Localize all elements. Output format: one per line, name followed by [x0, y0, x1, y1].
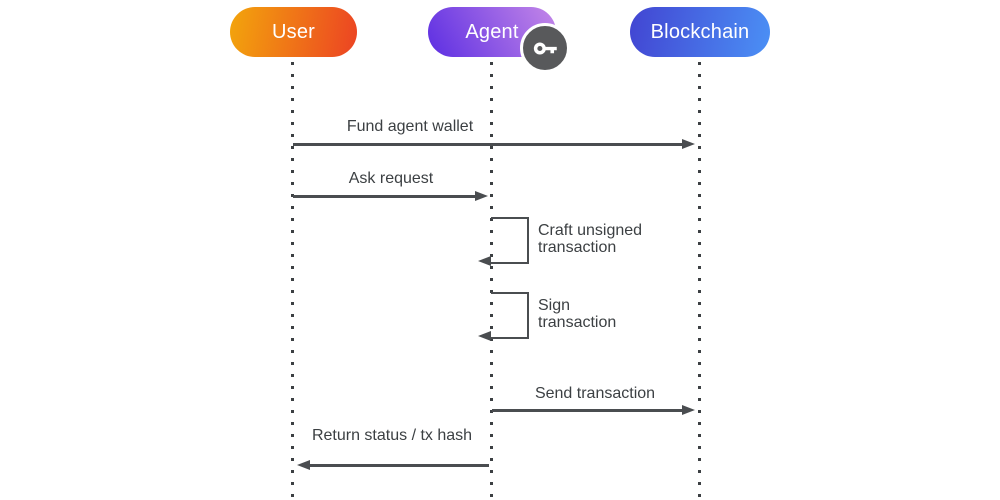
- agent-key-badge: [520, 23, 570, 73]
- message-label-send-transaction: Send transaction: [534, 385, 656, 402]
- actor-agent-label: Agent: [465, 20, 519, 43]
- message-label-fund-agent-wallet: Fund agent wallet: [346, 118, 474, 135]
- actor-user-label: User: [271, 20, 316, 43]
- actor-blockchain: Blockchain: [630, 7, 770, 57]
- self-loop-sign-transaction: [478, 292, 529, 342]
- message-label-ask-request: Ask request: [348, 170, 434, 187]
- lifeline-agent: [490, 62, 493, 498]
- self-loop-craft-unsigned-transaction: [478, 217, 529, 267]
- message-arrow-ask-request: [293, 191, 488, 202]
- lifeline-user: [291, 62, 294, 498]
- actor-blockchain-label: Blockchain: [650, 20, 750, 43]
- actor-user: User: [230, 7, 357, 57]
- message-label-sign-transaction: Sign transaction: [538, 297, 617, 331]
- arrowhead-left-icon: [478, 331, 491, 342]
- message-label-craft-unsigned-transaction: Craft unsigned transaction: [538, 222, 643, 256]
- message-arrow-send-transaction: [492, 405, 695, 416]
- arrowhead-right-icon: [475, 191, 488, 202]
- message-label-return-status: Return status / tx hash: [311, 427, 473, 444]
- lifeline-blockchain: [698, 62, 701, 498]
- message-arrow-fund-agent-wallet: [293, 139, 695, 150]
- arrowhead-left-icon: [297, 460, 310, 471]
- arrowhead-right-icon: [682, 139, 695, 150]
- message-arrow-return-status: [297, 460, 489, 471]
- key-icon: [533, 41, 557, 55]
- arrowhead-right-icon: [682, 405, 695, 416]
- arrowhead-left-icon: [478, 256, 491, 267]
